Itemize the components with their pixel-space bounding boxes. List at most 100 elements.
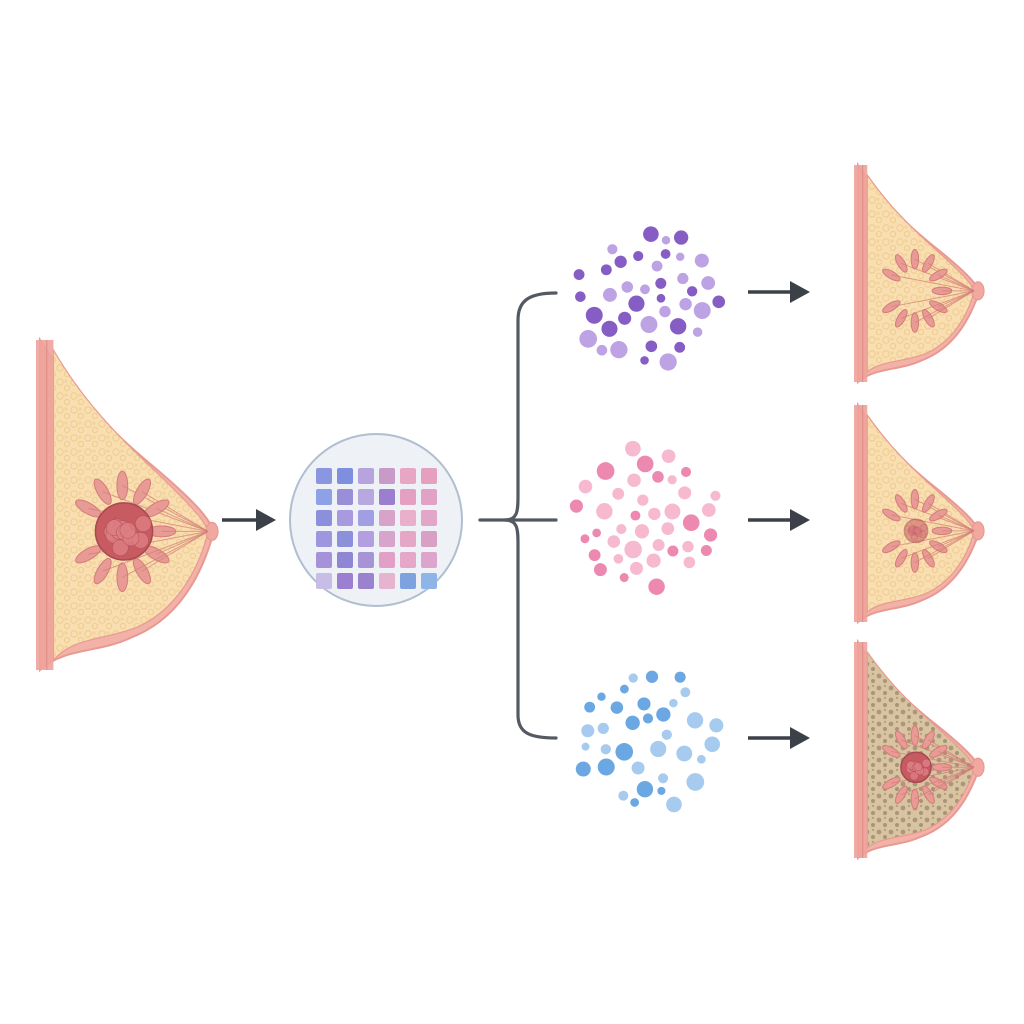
duct	[914, 766, 975, 800]
chest-wall	[854, 405, 868, 622]
duct	[901, 530, 975, 559]
cell-dot	[597, 692, 606, 701]
cell-dot	[652, 539, 665, 552]
arrow-head	[256, 509, 276, 531]
cell-dot	[596, 462, 615, 480]
cell-dot	[625, 440, 641, 457]
tumor-nodule	[914, 526, 922, 534]
cell-dot	[597, 722, 609, 734]
cell-dot	[610, 341, 628, 359]
arrow-head	[790, 281, 810, 303]
outcome-tissues	[854, 161, 985, 861]
source-breast	[36, 336, 219, 673]
outcome-no-tumor	[854, 161, 985, 385]
duct	[891, 514, 975, 532]
cell-dot	[693, 302, 711, 319]
matrix-cell	[337, 552, 353, 568]
arrow-head	[790, 509, 810, 531]
cell-dot	[651, 260, 663, 272]
cell-dot	[625, 715, 640, 731]
lobule	[116, 562, 129, 593]
tumor-nodule	[112, 539, 129, 557]
pink-cluster	[569, 440, 721, 595]
cell-dot	[703, 528, 718, 542]
cell-dot	[629, 561, 643, 575]
matrix-cell	[358, 552, 374, 568]
matrix-cell	[316, 510, 332, 526]
cell-dot	[578, 479, 593, 494]
duct	[102, 530, 209, 572]
duct	[141, 530, 209, 572]
tumor-nodule	[134, 515, 152, 532]
duct	[901, 766, 975, 796]
lobule	[93, 557, 112, 585]
purple-cluster	[573, 226, 726, 371]
cell-dot	[610, 701, 624, 714]
duct	[891, 290, 975, 308]
matrix-circle	[289, 433, 463, 607]
arrow-to-outcome-2	[748, 509, 810, 531]
matrix-cell	[358, 468, 374, 484]
duct	[928, 739, 975, 768]
matrix-cell	[358, 573, 374, 589]
matrix-cell	[421, 552, 437, 568]
cell-dot	[575, 291, 586, 302]
tumor-nodule	[908, 528, 916, 536]
cell-dot	[648, 507, 661, 521]
matrix-cell	[400, 489, 416, 505]
cell-dot	[669, 318, 687, 335]
arrow-to-matrix	[222, 509, 276, 531]
matrix-cell	[316, 489, 332, 505]
expression-matrix-icon	[289, 433, 463, 607]
matrix-cell	[337, 531, 353, 547]
cell-dot	[634, 524, 650, 539]
matrix-cell	[337, 573, 353, 589]
cell-dot	[643, 226, 659, 242]
duct	[156, 530, 209, 555]
cell-dot	[673, 230, 689, 245]
duct	[928, 503, 975, 532]
tumor-nodule	[912, 527, 920, 535]
lobule	[93, 478, 112, 505]
cell-dot	[616, 524, 627, 535]
matrix-cell	[337, 468, 353, 484]
cell-dot	[618, 311, 632, 325]
tumor-nodule	[913, 762, 923, 772]
cell-dot	[588, 549, 601, 562]
cell-dot	[709, 718, 724, 733]
cell-dot	[580, 534, 590, 544]
chest-wall	[36, 340, 54, 670]
matrix-cell	[379, 531, 395, 547]
tumor-nodule	[912, 526, 920, 534]
cell-dot	[692, 327, 703, 337]
duct	[938, 514, 975, 532]
cell-dot	[700, 544, 712, 557]
duct	[156, 508, 209, 532]
matrix-cell	[316, 468, 332, 484]
arrow-right	[222, 509, 276, 531]
tumor-mass	[94, 502, 154, 561]
bracket-top-branch	[478, 291, 558, 522]
matrix-cell	[421, 573, 437, 589]
matrix-cell	[379, 489, 395, 505]
tumor-nodule	[919, 530, 927, 539]
cell-dot	[680, 687, 691, 698]
matrix-cell	[400, 531, 416, 547]
cell-dot	[636, 780, 654, 798]
duct	[891, 766, 975, 784]
matrix-cell	[400, 573, 416, 589]
cell-dot	[628, 673, 638, 683]
matrix-cell	[400, 468, 416, 484]
duct	[938, 750, 975, 768]
cell-dot	[573, 269, 585, 281]
cell-dot	[696, 754, 706, 764]
cell-dot	[704, 736, 721, 753]
cell-dot	[596, 503, 613, 520]
matrix-cell	[379, 468, 395, 484]
duct	[141, 491, 209, 532]
tumor-nodule	[910, 527, 918, 535]
cell-dot	[607, 244, 618, 255]
cell-dot	[656, 293, 666, 303]
cell-dot	[575, 761, 591, 777]
cell-dot	[660, 249, 671, 259]
